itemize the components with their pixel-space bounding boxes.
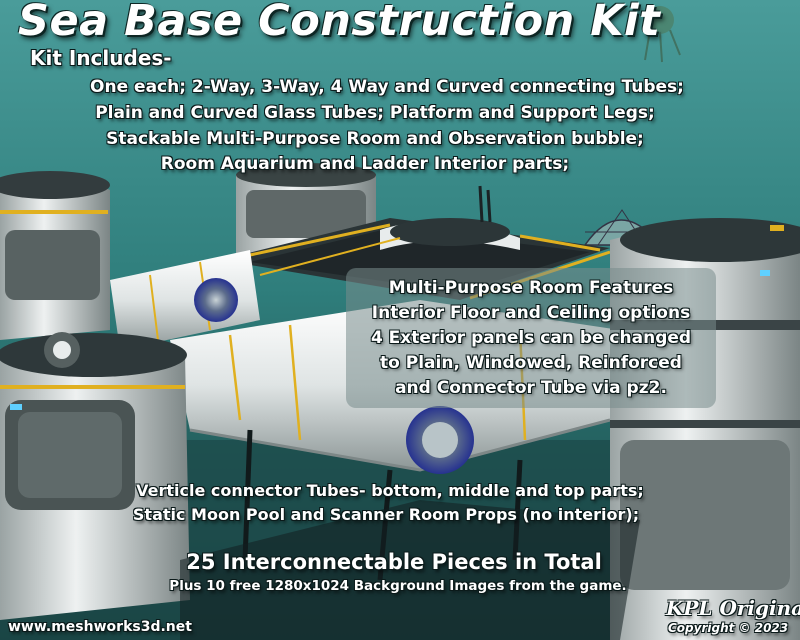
parts-line: Verticle connector Tubes- bottom, middle… [136, 481, 644, 500]
sea-rock [180, 500, 640, 640]
front-left-room [0, 332, 190, 620]
platform-room [220, 185, 611, 300]
left-cylinder-room [0, 171, 110, 340]
includes-line: One each; 2-Way, 3-Way, 4 Way and Curved… [90, 77, 684, 97]
parts-line: Static Moon Pool and Scanner Room Props … [132, 505, 640, 524]
website-url: www.meshworks3d.net [8, 619, 192, 635]
includes-line: Plain and Curved Glass Tubes; Platform a… [95, 103, 655, 123]
brand-signature: KPL Original [666, 596, 800, 620]
kit-includes-heading: Kit Includes- [30, 46, 172, 70]
features-line: to Plain, Windowed, Reinforced [380, 353, 682, 373]
floating-creature [644, 6, 681, 63]
page-title: Sea Base Construction Kit [18, 0, 661, 46]
features-line: 4 Exterior panels can be changed [370, 328, 692, 348]
tube-end-cap-blue [194, 278, 238, 322]
features-line: and Connector Tube via pz2. [395, 378, 667, 398]
bonus-line: Plus 10 free 1280x1024 Background Images… [169, 578, 627, 594]
features-line: Multi-Purpose Room Features [388, 278, 674, 298]
features-panel: Multi-Purpose Room Features Interior Flo… [346, 268, 716, 408]
features-line: Interior Floor and Ceiling options [371, 303, 691, 323]
total-pieces: 25 Interconnectable Pieces in Total [186, 550, 602, 574]
copyright-text: Copyright © 2023 [668, 621, 789, 635]
includes-line: Stackable Multi-Purpose Room and Observa… [106, 129, 644, 149]
includes-line: Room Aquarium and Ladder Interior parts; [160, 154, 570, 174]
